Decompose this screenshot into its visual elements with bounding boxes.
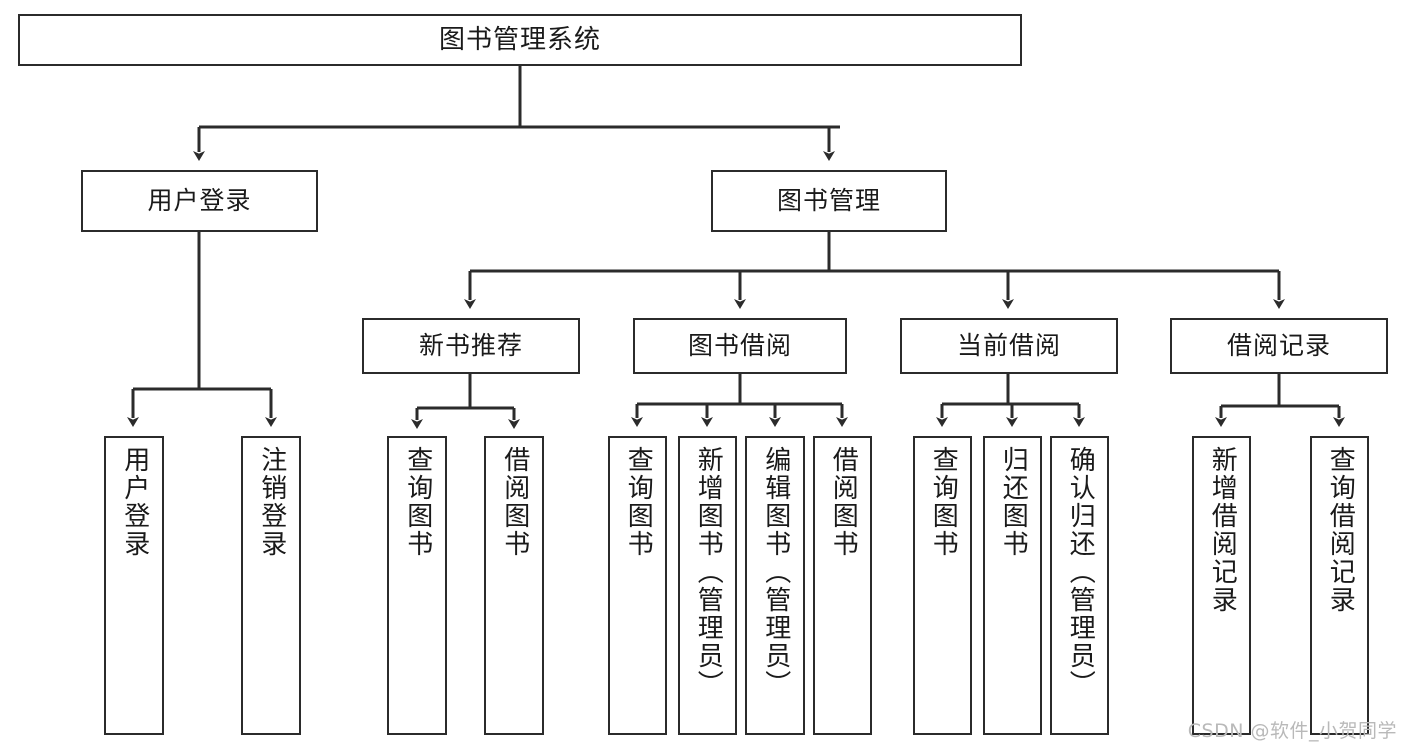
node-label: 用户登录 <box>147 186 252 216</box>
leaf-edit-book-admin[interactable]: 编辑图书（管理员） <box>745 436 805 735</box>
node-label: 图书借阅 <box>687 331 792 361</box>
leaf-user-login[interactable]: 用户登录 <box>104 436 164 735</box>
node-label: 图书管理系统 <box>438 24 601 55</box>
node-user-login[interactable]: 用户登录 <box>81 170 318 232</box>
node-label: 借阅图书 <box>499 446 530 558</box>
node-book-borrowing[interactable]: 图书借阅 <box>633 318 847 374</box>
leaf-borrow-book[interactable]: 借阅图书 <box>813 436 872 735</box>
leaf-query-borrow-record[interactable]: 查询借阅记录 <box>1310 436 1369 735</box>
leaf-confirm-return-admin[interactable]: 确认归还（管理员） <box>1050 436 1109 735</box>
node-book-management[interactable]: 图书管理 <box>711 170 947 232</box>
node-current-borrowing[interactable]: 当前借阅 <box>900 318 1118 374</box>
node-label: 归还图书 <box>998 446 1029 558</box>
node-label: 查询借阅记录 <box>1325 446 1356 614</box>
node-label: 查询图书 <box>402 446 433 558</box>
node-borrow-records[interactable]: 借阅记录 <box>1170 318 1388 374</box>
node-label: 当前借阅 <box>956 331 1061 361</box>
node-label: 新增借阅记录 <box>1207 446 1238 614</box>
node-label: 注销登录 <box>256 446 287 558</box>
leaf-query-books-newbooks[interactable]: 查询图书 <box>387 436 447 735</box>
node-label: 编辑图书（管理员） <box>760 446 791 698</box>
node-label: 借阅记录 <box>1226 331 1331 361</box>
watermark-text: CSDN @软件_小贺同学 <box>1187 720 1397 742</box>
node-label: 新增图书（管理员） <box>693 446 724 698</box>
leaf-add-book-admin[interactable]: 新增图书（管理员） <box>678 436 737 735</box>
node-label: 确认归还（管理员） <box>1065 446 1096 698</box>
leaf-borrow-books-newbooks[interactable]: 借阅图书 <box>484 436 544 735</box>
node-root-book-management-system[interactable]: 图书管理系统 <box>18 14 1022 66</box>
node-label: 新书推荐 <box>418 331 523 361</box>
node-new-book-recommendation[interactable]: 新书推荐 <box>362 318 580 374</box>
node-label: 借阅图书 <box>828 446 859 558</box>
leaf-return-book[interactable]: 归还图书 <box>983 436 1042 735</box>
node-label: 用户登录 <box>119 446 150 558</box>
node-label: 查询图书 <box>623 446 654 558</box>
leaf-add-borrow-record[interactable]: 新增借阅记录 <box>1192 436 1251 735</box>
leaf-query-books-borrow[interactable]: 查询图书 <box>608 436 667 735</box>
node-label: 查询图书 <box>928 446 959 558</box>
leaf-query-books-current[interactable]: 查询图书 <box>913 436 972 735</box>
leaf-logout[interactable]: 注销登录 <box>241 436 301 735</box>
node-label: 图书管理 <box>776 186 881 216</box>
